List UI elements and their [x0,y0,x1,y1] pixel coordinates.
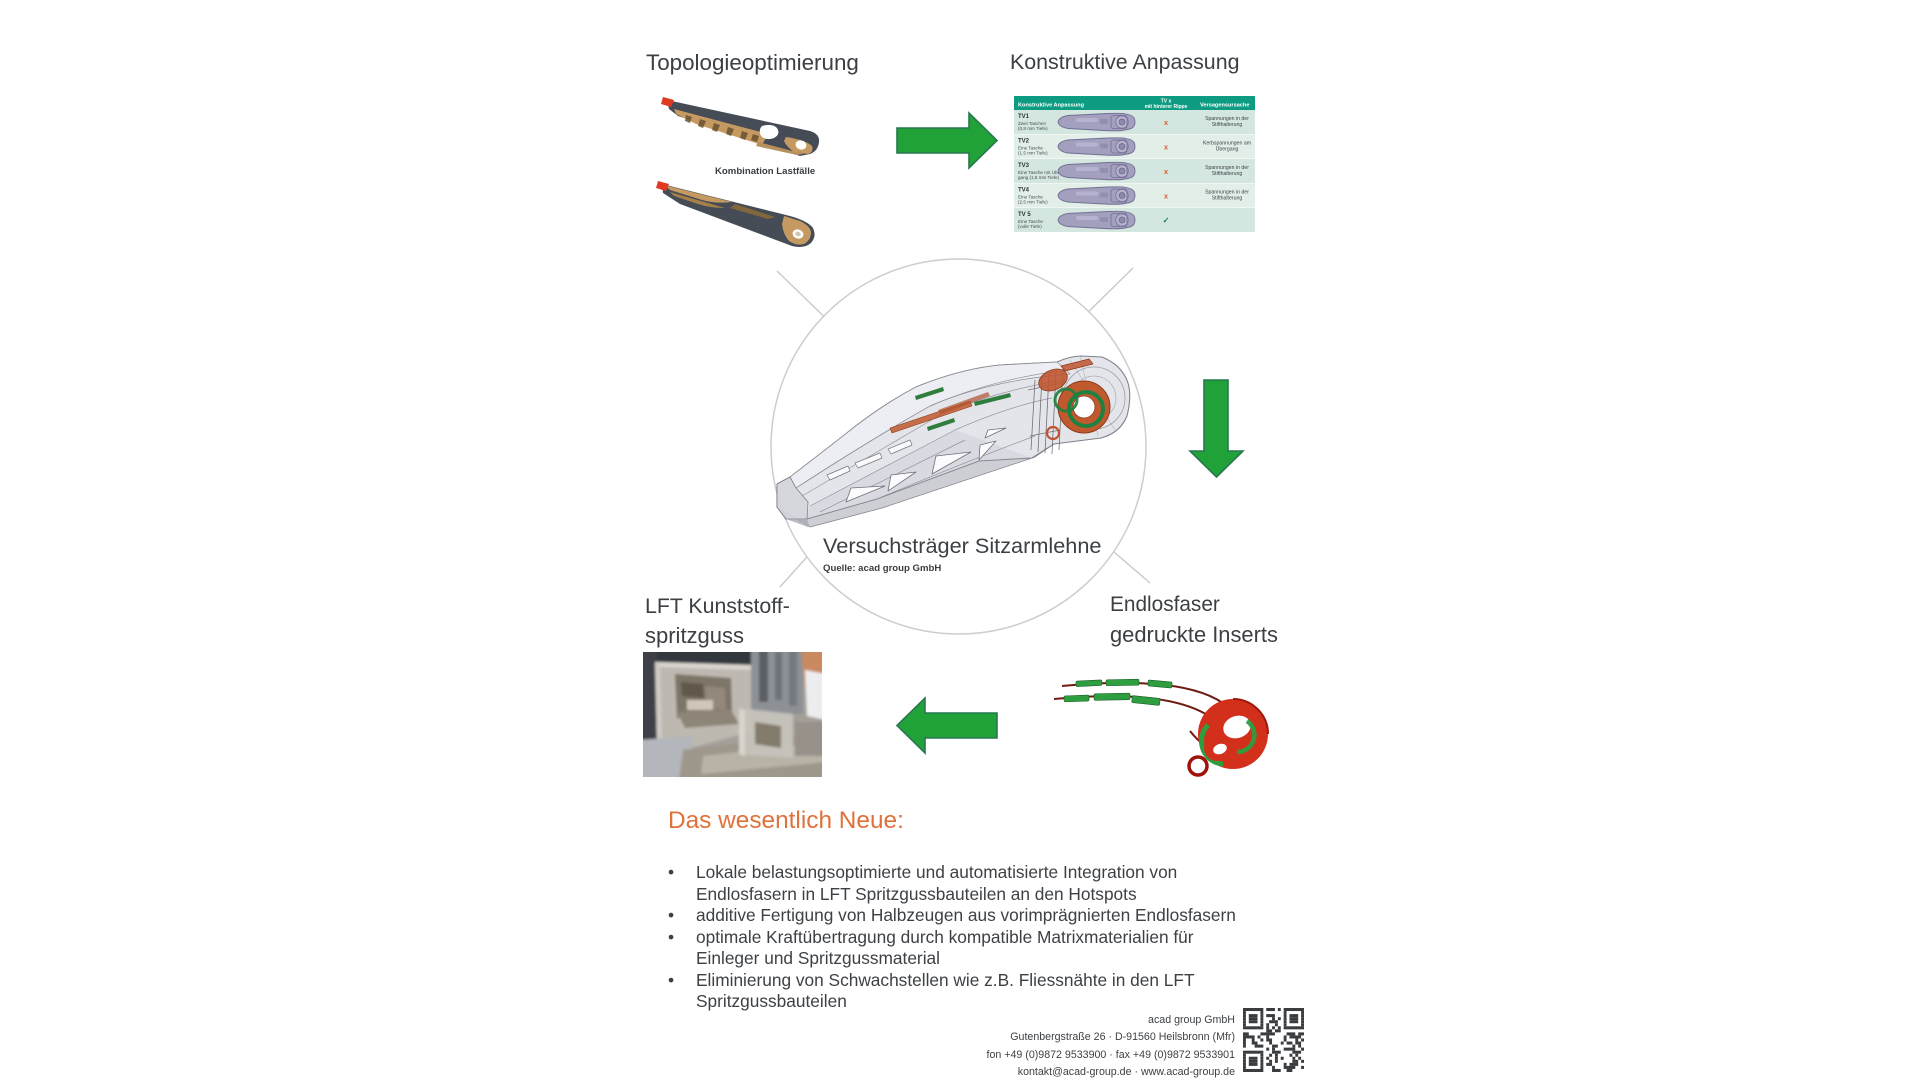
svg-text:Spannungen in der: Spannungen in der [1205,190,1249,196]
svg-text:Eine Tasche: Eine Tasche [1018,219,1043,224]
svg-text:TV4: TV4 [1018,188,1030,194]
svg-text:TV x: TV x [1161,99,1172,105]
svg-text:(1,5 mm Tiefe): (1,5 mm Tiefe) [1018,151,1048,156]
svg-text:Stifthalterung: Stifthalterung [1212,171,1243,177]
svg-text:Spannungen in der: Spannungen in der [1205,165,1249,171]
svg-text:x: x [1164,192,1169,201]
svg-text:TV 5: TV 5 [1018,212,1031,218]
svg-text:TV2: TV2 [1018,139,1030,145]
svg-text:TV3: TV3 [1018,163,1030,169]
svg-text:Eine Tasche: Eine Tasche [1018,146,1043,151]
svg-text:Konstruktive Anpassung: Konstruktive Anpassung [1018,103,1085,109]
svg-text:Versuchsträger Sitzarmlehne: Versuchsträger Sitzarmlehne [823,533,1101,558]
svg-text:Versagensursache: Versagensursache [1200,103,1249,109]
svg-text:(0,8 mm Tiefe): (0,8 mm Tiefe) [1018,126,1048,131]
svg-text:(2,5 mm Tiefe): (2,5 mm Tiefe) [1018,200,1048,205]
svg-text:Übergang: Übergang [1216,146,1239,153]
svg-text:Zwei Taschen: Zwei Taschen [1018,121,1046,126]
svg-text:x: x [1164,118,1169,127]
svg-text:TV1: TV1 [1018,114,1030,120]
svg-text:✓: ✓ [1163,216,1170,225]
svg-text:(volle Tiefe): (volle Tiefe) [1018,224,1042,229]
svg-text:Quelle: acad group GmbH: Quelle: acad group GmbH [823,563,941,574]
svg-text:Stifthalterung: Stifthalterung [1212,122,1243,128]
svg-text:Kerbspannungen am: Kerbspannungen am [1203,141,1251,147]
svg-text:gang (1,5 mm Tiefe): gang (1,5 mm Tiefe) [1018,175,1060,180]
svg-text:x: x [1164,143,1169,152]
svg-text:Eine Tasche: Eine Tasche [1018,195,1043,200]
svg-text:Stifthalterung: Stifthalterung [1212,196,1243,202]
svg-text:x: x [1164,167,1169,176]
svg-text:Eine Tasche mit Über-: Eine Tasche mit Über- [1018,169,1064,175]
svg-text:Spannungen in der: Spannungen in der [1205,116,1249,122]
svg-text:mit hinterer Rippe: mit hinterer Rippe [1145,104,1188,110]
